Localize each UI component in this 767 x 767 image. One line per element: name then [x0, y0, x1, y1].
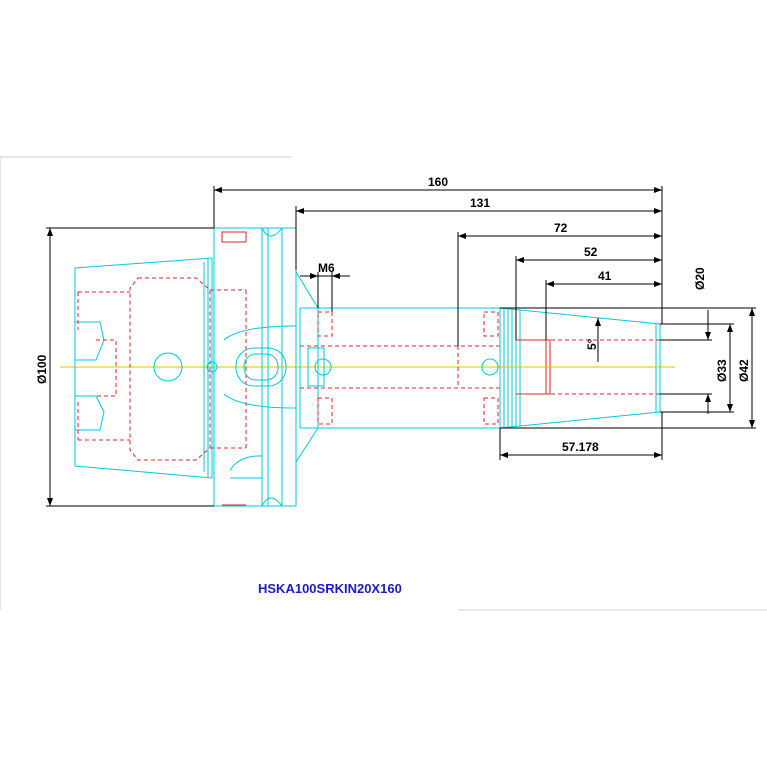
drive-slot: [235, 347, 287, 387]
center-ball: [206, 361, 218, 373]
dimension-m6: M6: [300, 261, 350, 312]
dimension-131: 131: [295, 196, 662, 270]
shank-cross-hole-left: [314, 358, 332, 376]
part-number-label: HSKA100SRKIN20X160: [258, 581, 402, 596]
dim-text-160: 160: [428, 175, 448, 189]
dim-text-5deg: 5°: [585, 338, 599, 350]
shank-body: [299, 307, 501, 429]
shrink-nose: [499, 307, 661, 429]
hsk-taper-body: [74, 257, 213, 479]
dim-text-52: 52: [584, 245, 598, 259]
drawing-frame: [0, 156, 767, 611]
dimension-dia-100: Ø100: [35, 227, 214, 507]
dim-text-dia-42: Ø42: [737, 359, 751, 382]
dim-text-131: 131: [470, 196, 490, 210]
dimension-taper-angle: 5°: [585, 318, 601, 362]
hsk-hidden-internals: [77, 277, 247, 461]
dim-text-dia-100: Ø100: [35, 354, 49, 384]
dim-text-57-178: 57.178: [562, 440, 599, 454]
dim-text-dia-33: Ø33: [715, 359, 729, 382]
flange: [206, 227, 297, 507]
dimension-dia-33: Ø33: [660, 323, 734, 413]
dim-text-m6: M6: [318, 261, 335, 275]
dimension-52: 52: [515, 245, 662, 340]
dimension-72: 72: [457, 221, 662, 346]
shank-cross-hole-right: [481, 358, 499, 376]
dim-text-dia-20: Ø20: [693, 267, 707, 290]
dimension-41: 41: [545, 269, 662, 340]
dimension-160: 160: [213, 175, 663, 324]
dim-text-72: 72: [554, 221, 568, 235]
dimension-dia-20: Ø20: [660, 267, 712, 414]
dimension-dia-42: Ø42: [500, 307, 756, 429]
hsk-cross-hole-circle: [153, 352, 183, 382]
dim-text-41: 41: [598, 269, 612, 283]
dimension-57-178: 57.178: [499, 412, 663, 460]
